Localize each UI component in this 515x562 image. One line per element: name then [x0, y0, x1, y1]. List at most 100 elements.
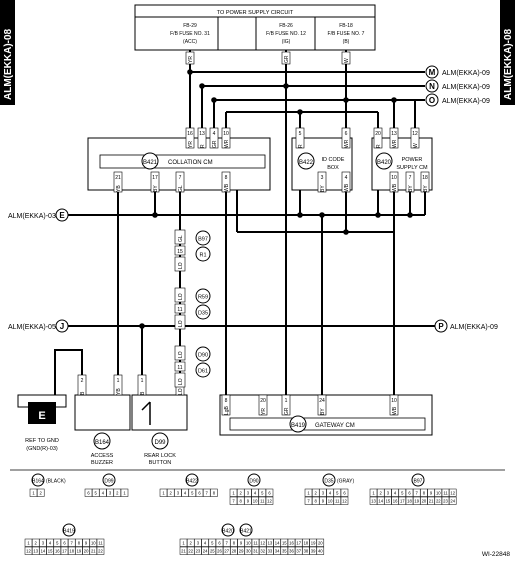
connector-view-pin: 34	[275, 549, 280, 554]
buzzer-pin-color: B	[80, 391, 86, 395]
gateway-pin-number: 24	[319, 398, 325, 404]
connector-view-pin: 24	[450, 499, 455, 504]
gateway-pin-number: 1	[285, 398, 288, 404]
connector-view-pin: 7	[71, 541, 74, 546]
connector-view-pin: 1	[162, 491, 165, 496]
connector-view-pin: 6	[343, 491, 346, 496]
connector-view-pin: 15	[282, 541, 287, 546]
power-cm-top-pin-number: 12	[412, 131, 418, 137]
ground-text2: (GND(R)-03)	[26, 446, 58, 452]
gateway-pin-number: 10	[391, 398, 397, 404]
rearlock-pin-number: 1	[141, 378, 144, 384]
collation-top-pin-color: WR	[224, 139, 230, 148]
connector-view-pin: 33	[268, 549, 273, 554]
gateway-pin-number: 20	[260, 398, 266, 404]
idcode-code: B422	[299, 160, 314, 166]
connector-view-pin: 4	[49, 541, 52, 546]
idcode-bottom-pin-color: WB	[344, 183, 350, 192]
connector-view-pin: 3	[247, 491, 250, 496]
connector-view-pin: 1	[123, 491, 126, 496]
gateway-pin-color: LgB	[224, 405, 230, 415]
connector-view-pin: 30	[246, 549, 251, 554]
power-cm-bottom-pin-number: 18	[422, 175, 428, 181]
connector-view-pin: 8	[240, 499, 243, 504]
connector-view-pin: 36	[289, 549, 294, 554]
gateway-code: B419	[291, 423, 306, 429]
fuse2-sub: (IG)	[282, 39, 291, 45]
connector-view-pin: 20	[84, 549, 89, 554]
connector-view-pin: 4	[204, 541, 207, 546]
ref-e-text: ALM(EKKA)-03	[8, 213, 56, 220]
power-cm-bottom-pin-color: BY	[423, 185, 429, 192]
connector-view-pin: 24	[203, 549, 208, 554]
connector-view-pin: 10	[328, 499, 333, 504]
power-cm-code: B420	[377, 160, 392, 166]
ref-e-letter: E	[59, 211, 65, 220]
left-side-tab-text: ALM(EKKA)-08	[3, 28, 14, 100]
ref-p-text: ALM(EKKA)-09	[450, 324, 498, 331]
connector-view-pin: 23	[196, 549, 201, 554]
connector-view-note: (BLACK)	[46, 479, 66, 485]
connector-view-pin: 19	[414, 499, 419, 504]
idcode-top-pin-color: R	[298, 144, 304, 148]
gateway-pin: 1GR	[281, 394, 291, 416]
connector-view-pin: 2	[315, 491, 318, 496]
rear-lock-button: D99 REAR LOCK BUTTON	[131, 394, 188, 466]
connector-view-pin: 17	[400, 499, 405, 504]
connector-view-pin: 17	[62, 549, 67, 554]
wires	[54, 50, 435, 395]
connector-view-pin: 4	[102, 491, 105, 496]
fuse-wire-tag: YR	[185, 51, 195, 65]
connector-view-pin: 38	[304, 549, 309, 554]
idcode-name2: BOX	[327, 165, 339, 171]
connector-view-pin: 22	[98, 549, 103, 554]
rearlock-name2: BUTTON	[149, 460, 172, 466]
collation-top-pin-number: 16	[187, 131, 193, 137]
right-side-tab-text: ALM(EKKA)-08	[503, 28, 514, 100]
inline-connector-color: LO	[178, 293, 184, 300]
fuse3-sub: (B)	[343, 39, 350, 45]
connector-view-pin: 19	[77, 549, 82, 554]
connector-view-code: D90	[249, 479, 258, 485]
collation-bottom-pin-number: 21	[115, 175, 121, 181]
connector-view-pin: 12	[26, 549, 31, 554]
connector-view-pin: 17	[296, 541, 301, 546]
ground-text: REF TO GND	[25, 438, 59, 444]
connector-view-pin: 7	[307, 499, 310, 504]
collation-bottom-pin: 8WB	[221, 171, 231, 193]
connector-view-pin: 3	[42, 541, 45, 546]
connector-view-pin: 37	[296, 549, 301, 554]
inline-connector-code-a: R59	[198, 295, 208, 301]
connector-view-pin: 2	[170, 491, 173, 496]
fuse1-desc: F/B FUSE NO. 31	[170, 31, 210, 37]
gateway-pin-number: 8	[225, 398, 228, 404]
connector-view-pin: 6	[87, 491, 90, 496]
ref-n-text: ALM(EKKA)-09	[442, 84, 490, 91]
collation-top-pin: 13R	[197, 127, 207, 149]
connector-view-pin: 8	[213, 491, 216, 496]
fuse3-desc: F/B FUSE NO. 7	[328, 31, 365, 37]
connector-view-pin: 12	[342, 499, 347, 504]
connector-view-pin: 6	[268, 491, 271, 496]
connector-view-pin: 10	[246, 541, 251, 546]
inline-connector-color: LO	[178, 351, 184, 358]
ref-o-text: ALM(EKKA)-09	[442, 98, 490, 105]
rearlock-code: D99	[154, 440, 166, 446]
ground-letter: E	[38, 410, 45, 422]
connector-view-pin: 11	[260, 499, 265, 504]
fuse2-id: FB-26	[279, 23, 293, 29]
power-cm-bottom-pin-number: 7	[409, 175, 412, 181]
connector-view-pin: 6	[63, 541, 66, 546]
connector-view-pin: 25	[210, 549, 215, 554]
connector-view-pin: 2	[380, 491, 383, 496]
connector-view-pin: 9	[85, 541, 88, 546]
collation-bottom-pin-number: 17	[152, 175, 158, 181]
idcode-top-pin-number: 6	[345, 131, 348, 137]
